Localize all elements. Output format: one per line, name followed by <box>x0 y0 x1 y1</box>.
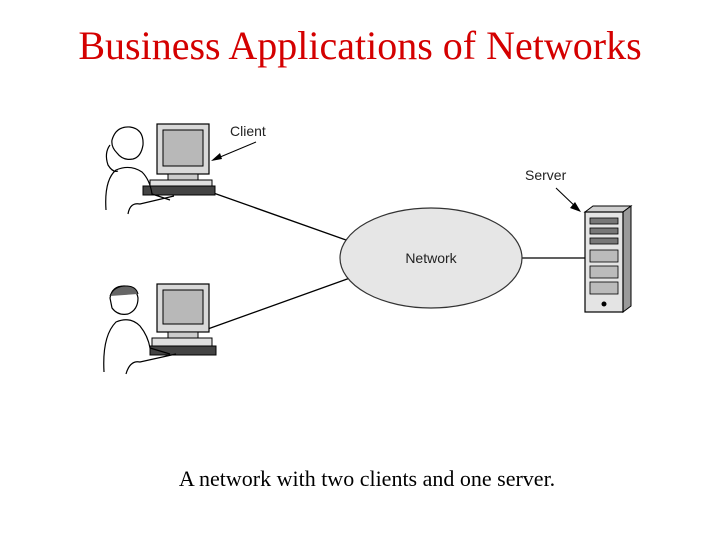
edge-client2-network <box>204 277 351 331</box>
network-label: Network <box>405 250 457 266</box>
slide-caption: A network with two clients and one serve… <box>178 466 556 491</box>
server-pointer-arrowhead <box>570 202 581 212</box>
network-cloud <box>339 207 523 309</box>
slide-title: Business Applications of Networks <box>78 23 642 68</box>
woman-at-computer-icon <box>105 123 216 215</box>
server-label: Server <box>525 167 567 183</box>
edge-client1-network <box>204 189 347 241</box>
man-at-computer-icon <box>103 283 217 375</box>
client-label: Client <box>230 123 266 139</box>
client-pointer-arrowhead <box>211 153 222 161</box>
server-tower-icon <box>583 205 633 313</box>
